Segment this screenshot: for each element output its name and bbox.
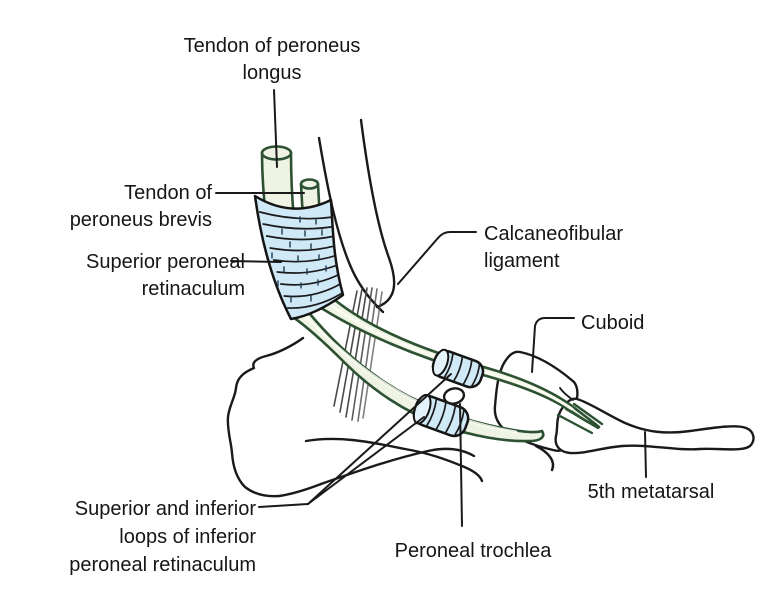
fifth-metatarsal-bone — [554, 387, 755, 455]
label-text: Calcaneofibular — [484, 223, 623, 245]
foot-contour-upper — [304, 437, 484, 483]
peroneal-trochlea-shape — [442, 387, 466, 405]
label-text: ligament — [484, 250, 560, 272]
label-text: loops of inferior — [119, 526, 256, 548]
leader-cuboid — [531, 317, 575, 373]
leader-superior-retinaculum — [230, 260, 282, 263]
label-text: Superior and inferior — [75, 498, 257, 520]
label-text: longus — [243, 62, 302, 84]
calcaneofibular-ligament-hatch — [333, 287, 383, 422]
tendon-insertion-slips — [556, 402, 604, 435]
superior-loop — [431, 348, 485, 389]
label-text: Tendon of peroneus — [184, 35, 361, 57]
leader-metatarsal — [644, 431, 647, 478]
leader-trochlea — [459, 403, 463, 527]
label-fifth-metatarsal: 5th metatarsal — [588, 481, 715, 503]
label-tendon-of-peroneus-longus: Tendon of peroneus longus — [184, 35, 361, 84]
label-text: peroneus brevis — [70, 209, 212, 231]
fibula-outline — [317, 118, 396, 314]
foot-contour-hook — [534, 444, 555, 472]
calcaneus-outline — [226, 336, 323, 498]
label-cuboid: Cuboid — [581, 312, 644, 334]
leader-tendon-longus — [273, 89, 278, 168]
leader-loops — [258, 373, 452, 508]
label-peroneal-trochlea: Peroneal trochlea — [395, 540, 553, 562]
label-superior-peroneal-retinaculum: Superior peroneal retinaculum — [86, 251, 245, 300]
label-tendon-of-peroneus-brevis: Tendon of peroneus brevis — [70, 182, 213, 231]
foot-contour-lower — [319, 447, 476, 486]
label-text: peroneal retinaculum — [69, 554, 256, 576]
label-text: Tendon of — [124, 182, 212, 204]
label-text: Superior peroneal — [86, 251, 245, 273]
label-text: retinaculum — [142, 278, 245, 300]
label-loops-of-inferior-peroneal-retinaculum: Superior and inferior loops of inferior … — [69, 498, 256, 576]
superior-peroneal-retinaculum-band — [253, 194, 345, 321]
label-calcaneofibular-ligament: Calcaneofibular ligament — [484, 223, 623, 272]
leader-calcaneofibular — [397, 231, 477, 285]
